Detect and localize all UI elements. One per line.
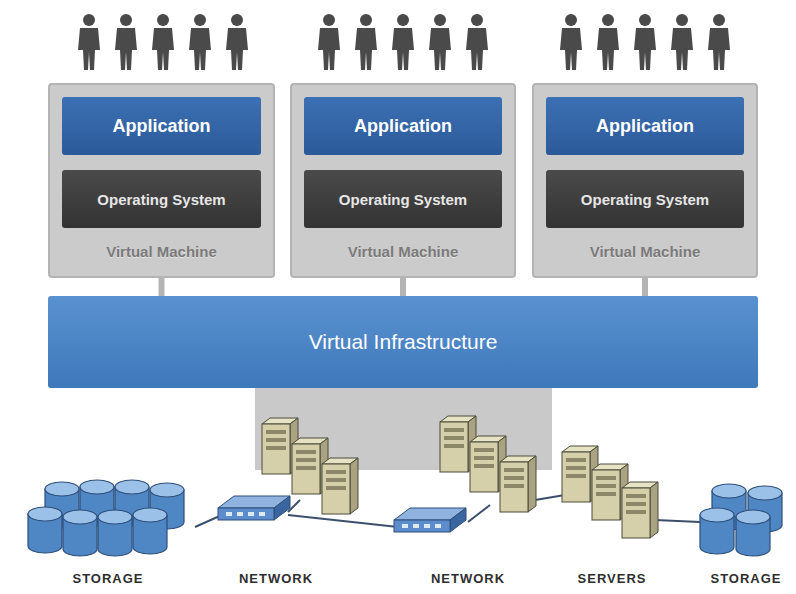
hardware-label: STORAGE: [710, 571, 781, 586]
vm-connector: [400, 278, 406, 296]
network-switch: [218, 496, 290, 520]
server-tower: [322, 458, 358, 514]
hardware-label: NETWORK: [431, 571, 505, 586]
person-icon: [392, 14, 414, 70]
storage-cylinder: [98, 510, 132, 556]
virtual-machine-box: Virtual Machine ApplicationOperating Syst…: [48, 83, 275, 278]
node-text: Virtual Machine: [50, 243, 273, 260]
network-cable: [535, 495, 565, 500]
os-box: Operating System: [546, 170, 744, 228]
hardware-label: SERVERS: [578, 571, 647, 586]
person-icon: [152, 14, 174, 70]
person-icon: [466, 14, 488, 70]
node-text: Virtual Infrastructure: [309, 330, 498, 354]
vm-connector: [159, 278, 165, 296]
hardware-label: STORAGE: [72, 571, 143, 586]
server-tower: [622, 482, 658, 538]
node-text: Operating System: [581, 191, 709, 208]
person-icon: [115, 14, 137, 70]
node-text: Application: [596, 116, 694, 137]
network-switch: [394, 508, 466, 532]
storage-cylinder: [28, 507, 62, 553]
node-text: Virtual Machine: [534, 243, 756, 260]
storage-cylinder: [736, 510, 770, 556]
person-icon: [560, 14, 582, 70]
node-text: Operating System: [97, 191, 225, 208]
network-cable: [288, 515, 398, 527]
storage-cylinder: [63, 510, 97, 556]
network-cable: [468, 505, 490, 522]
person-icon: [708, 14, 730, 70]
storage-cylinder: [700, 508, 734, 554]
os-box: Operating System: [304, 170, 502, 228]
application-box: Application: [62, 97, 261, 155]
person-icon: [429, 14, 451, 70]
application-box: Application: [304, 97, 502, 155]
application-box: Application: [546, 97, 744, 155]
node-text: Operating System: [339, 191, 467, 208]
person-icon: [189, 14, 211, 70]
server-tower: [500, 456, 536, 512]
node-text: Application: [113, 116, 211, 137]
person-icon: [355, 14, 377, 70]
virtual-machine-box: Virtual Machine ApplicationOperating Syst…: [532, 83, 758, 278]
person-icon: [634, 14, 656, 70]
node-text: Virtual Machine: [292, 243, 514, 260]
person-icon: [318, 14, 340, 70]
vm-connector: [642, 278, 648, 296]
person-icon: [597, 14, 619, 70]
infrastructure-band: Virtual Infrastructure: [48, 296, 758, 388]
person-icon: [78, 14, 100, 70]
virtual-machine-box: Virtual Machine ApplicationOperating Syst…: [290, 83, 516, 278]
storage-cylinder: [133, 508, 167, 554]
network-cable: [655, 520, 700, 522]
node-text: Application: [354, 116, 452, 137]
person-icon: [671, 14, 693, 70]
os-box: Operating System: [62, 170, 261, 228]
hardware-label: NETWORK: [239, 571, 313, 586]
person-icon: [226, 14, 248, 70]
